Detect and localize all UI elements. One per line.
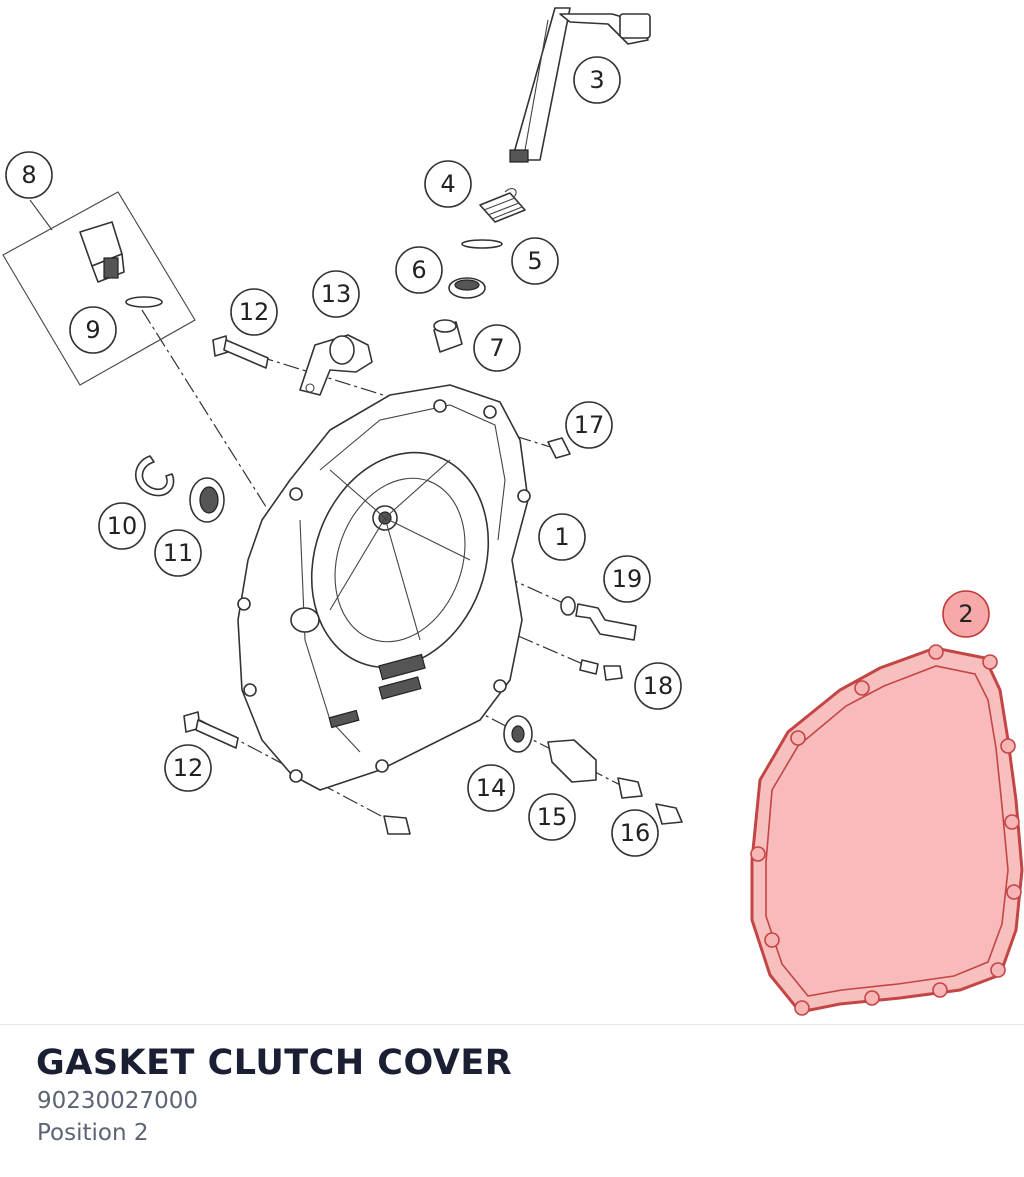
svg-text:10: 10 (107, 512, 138, 540)
svg-text:15: 15 (537, 803, 568, 831)
callout-16[interactable]: 16 (611, 809, 659, 857)
part-14-washer (503, 715, 533, 753)
part-3-lever (509, 7, 651, 163)
part-10-circlip (135, 455, 175, 497)
callout-5[interactable]: 5 (511, 237, 559, 285)
part-position: Position 2 (37, 1120, 149, 1146)
callout-6[interactable]: 6 (395, 246, 443, 294)
svg-text:5: 5 (527, 247, 542, 275)
svg-text:6: 6 (411, 256, 426, 284)
svg-text:14: 14 (476, 774, 507, 802)
svg-text:3: 3 (589, 66, 604, 94)
callout-15[interactable]: 15 (528, 793, 576, 841)
part-12-lower-bolt (183, 711, 411, 835)
callout-3[interactable]: 3 (573, 56, 621, 104)
callout-9[interactable]: 9 (69, 306, 117, 354)
svg-text:18: 18 (643, 672, 674, 700)
svg-text:12: 12 (173, 754, 204, 782)
part-15-plate (547, 739, 597, 783)
part-17-dowel (547, 437, 571, 459)
svg-text:12: 12 (239, 298, 270, 326)
svg-text:1: 1 (554, 523, 569, 551)
svg-text:7: 7 (489, 334, 504, 362)
callout-labels: 1 2 3 4 5 6 7 8 9 10 11 12 12 13 14 15 1… (5, 56, 990, 857)
callout-10[interactable]: 10 (98, 502, 146, 550)
part-13-bracket (299, 334, 373, 396)
svg-text:2: 2 (958, 600, 973, 628)
callout-4[interactable]: 4 (424, 160, 472, 208)
callout-12-upper[interactable]: 12 (230, 288, 278, 336)
part-number: 90230027000 (37, 1088, 198, 1114)
callout-19[interactable]: 19 (603, 555, 651, 603)
callout-8[interactable]: 8 (5, 151, 53, 199)
callout-14[interactable]: 14 (467, 764, 515, 812)
callout-13[interactable]: 13 (312, 270, 360, 318)
svg-text:16: 16 (620, 819, 651, 847)
part-6-bearing (448, 277, 486, 299)
svg-text:13: 13 (321, 280, 352, 308)
svg-text:11: 11 (163, 539, 194, 567)
part-19-bolt (560, 596, 637, 641)
part-11-seal (189, 477, 225, 523)
part-8-group (2, 191, 196, 386)
part-2-gasket-highlighted (750, 644, 1024, 1016)
part-info-footer: GASKET CLUTCH COVER 90230027000 Position… (0, 1024, 1024, 1177)
svg-text:8: 8 (21, 161, 36, 189)
svg-text:17: 17 (574, 411, 605, 439)
exploded-parts-diagram: 1 2 3 4 5 6 7 8 9 10 11 12 12 13 14 15 1… (2, 7, 1024, 1016)
part-title: GASKET CLUTCH COVER (36, 1043, 513, 1083)
callout-12-lower[interactable]: 12 (164, 744, 212, 792)
part-7-bushing (433, 319, 463, 353)
callout-17[interactable]: 17 (565, 401, 613, 449)
part-16-bolts (617, 777, 683, 825)
callout-18[interactable]: 18 (634, 662, 682, 710)
callout-2[interactable]: 2 (942, 590, 990, 638)
callout-1[interactable]: 1 (538, 513, 586, 561)
svg-text:9: 9 (85, 316, 100, 344)
part-4-spring (479, 188, 526, 223)
part-1-clutch-cover (237, 384, 531, 791)
part-5-washer (461, 239, 503, 249)
part-18-screw (579, 659, 623, 681)
callout-11[interactable]: 11 (154, 529, 202, 577)
callout-7[interactable]: 7 (473, 324, 521, 372)
svg-text:4: 4 (440, 170, 455, 198)
svg-text:19: 19 (612, 565, 643, 593)
part-12-upper-bolt (212, 335, 269, 369)
